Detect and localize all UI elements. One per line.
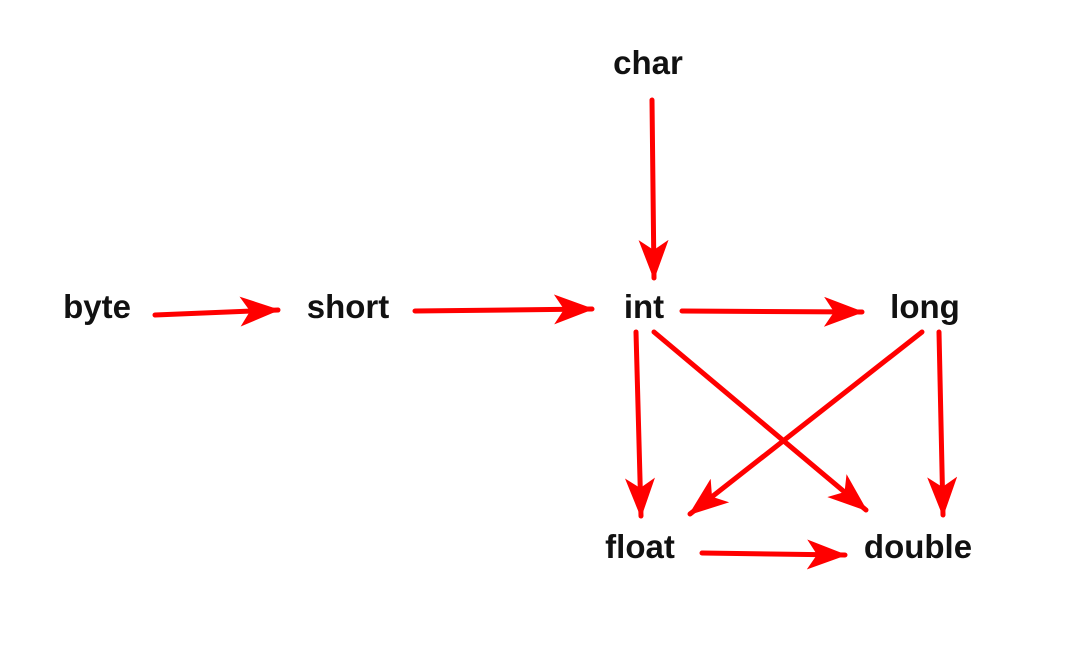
node-double: double (864, 528, 972, 565)
arrow-int-to-float (624, 329, 655, 519)
node-int: int (624, 288, 664, 325)
node-short: short (307, 288, 390, 325)
node-float: float (605, 528, 675, 565)
node-byte: byte (63, 288, 131, 325)
node-char: char (613, 44, 683, 81)
arrow-int-to-double (651, 329, 869, 513)
edges-layer (152, 97, 958, 570)
arrow-int-to-long (679, 296, 865, 327)
arrow-long-to-double (927, 329, 958, 518)
nodes-layer: byte short char int long float double (63, 44, 972, 565)
arrow-byte-to-short (152, 296, 281, 327)
arrow-char-to-int (638, 97, 669, 281)
arrow-long-to-float (687, 329, 925, 517)
arrow-float-to-double (699, 539, 848, 570)
node-long: long (890, 288, 960, 325)
arrow-short-to-int (412, 294, 595, 325)
